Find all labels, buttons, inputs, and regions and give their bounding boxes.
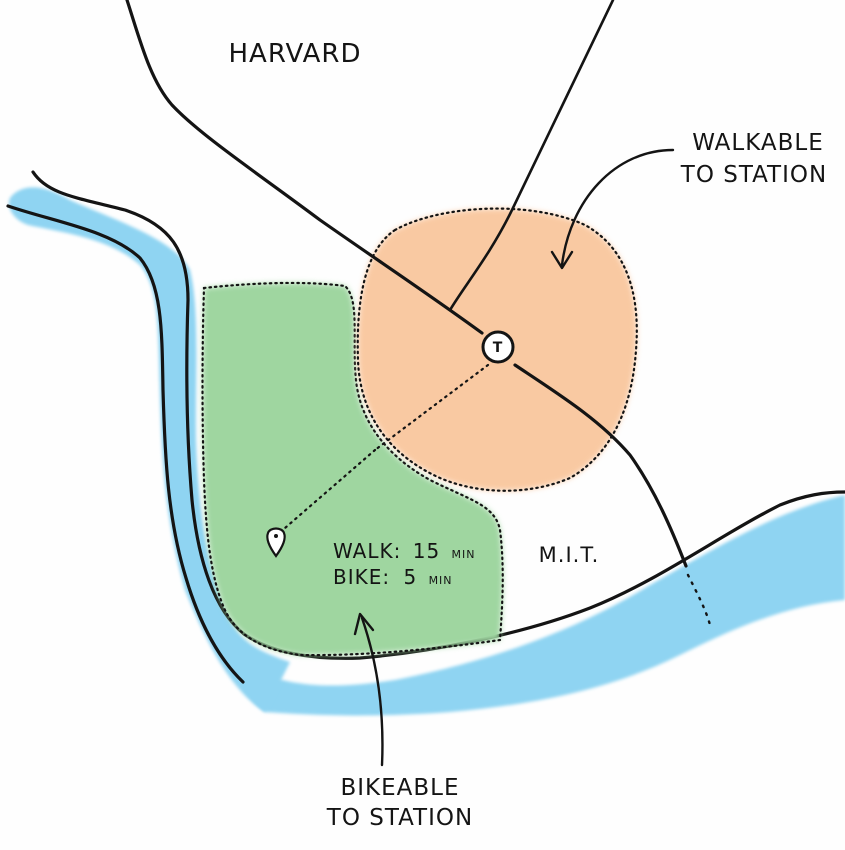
- bikeable-arrow: [353, 612, 384, 767]
- bikeable-label-line2: TO STATION: [326, 805, 473, 831]
- walk-prefix: WALK:: [333, 539, 401, 563]
- harvard-label: HARVARD: [229, 39, 362, 69]
- roads: [125, 0, 712, 627]
- walk-number: 15: [413, 539, 440, 563]
- bikeable-zone-fill: [202, 282, 503, 656]
- walkable-label-line2: TO STATION: [680, 162, 827, 188]
- walk-unit: MIN: [452, 548, 476, 561]
- route-path-to-station: [373, 363, 490, 452]
- bikeable-zone: [201, 281, 504, 657]
- bike-number: 5: [403, 565, 417, 589]
- map-pin-icon: [266, 527, 286, 558]
- north-road: [448, 0, 615, 312]
- walkable-zone-boundary: [356, 207, 638, 492]
- bike-time-line: BIKE: 5 MIN: [333, 565, 453, 589]
- bike-prefix: BIKE:: [333, 565, 390, 589]
- walk-time-line: WALK: 15 MIN: [333, 539, 476, 563]
- main-road-dotted-extension: [686, 573, 712, 627]
- main-road-south: [513, 363, 688, 568]
- mit-label: M.I.T.: [539, 543, 600, 567]
- bikeable-zone-boundary: [201, 281, 504, 657]
- bike-unit: MIN: [429, 574, 453, 587]
- travel-time-note: WALK: 15 MIN BIKE: 5 MIN: [333, 539, 476, 589]
- river-water-lower: [225, 495, 845, 716]
- main-road: [125, 0, 484, 335]
- route-paths: [283, 363, 490, 530]
- route-path-to-pin: [283, 448, 377, 530]
- river-water-west: [8, 187, 290, 713]
- walkable-label-line1: WALKABLE: [692, 130, 824, 156]
- river-bank-west-outer: [6, 204, 245, 684]
- bikeable-label-line1: BIKEABLE: [340, 775, 459, 801]
- walkable-arrow: [550, 148, 675, 270]
- station-symbol: T: [493, 340, 504, 356]
- transit-station-icon: T: [481, 330, 515, 364]
